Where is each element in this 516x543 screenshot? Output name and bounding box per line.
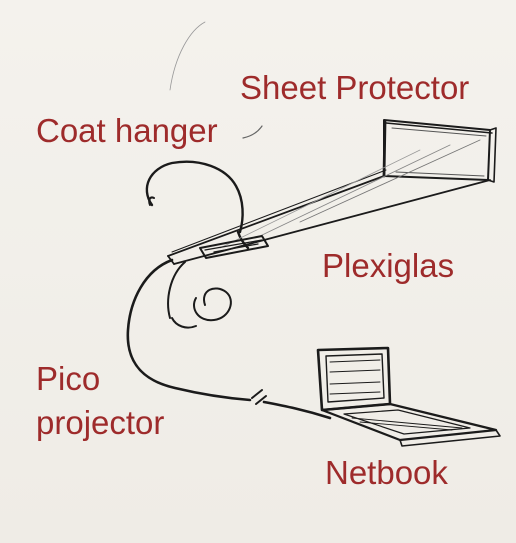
- coat-hanger: [145, 160, 250, 250]
- label-pico: Pico: [36, 360, 101, 397]
- sheet-protector: [382, 119, 497, 183]
- label-coat-hanger: Coat hanger: [36, 112, 218, 149]
- coat-hanger-leader: [242, 125, 263, 139]
- netbook-drawing: [316, 346, 501, 447]
- cable: [126, 258, 332, 420]
- curly-cable: [167, 261, 232, 329]
- label-netbook: Netbook: [325, 454, 448, 491]
- label-plexiglas: Plexiglas: [322, 247, 455, 284]
- label-sheet-protector: Sheet Protector: [240, 69, 470, 106]
- pico-projector: [199, 235, 269, 259]
- label-projector: projector: [36, 404, 165, 441]
- pencil-arc: [169, 21, 206, 91]
